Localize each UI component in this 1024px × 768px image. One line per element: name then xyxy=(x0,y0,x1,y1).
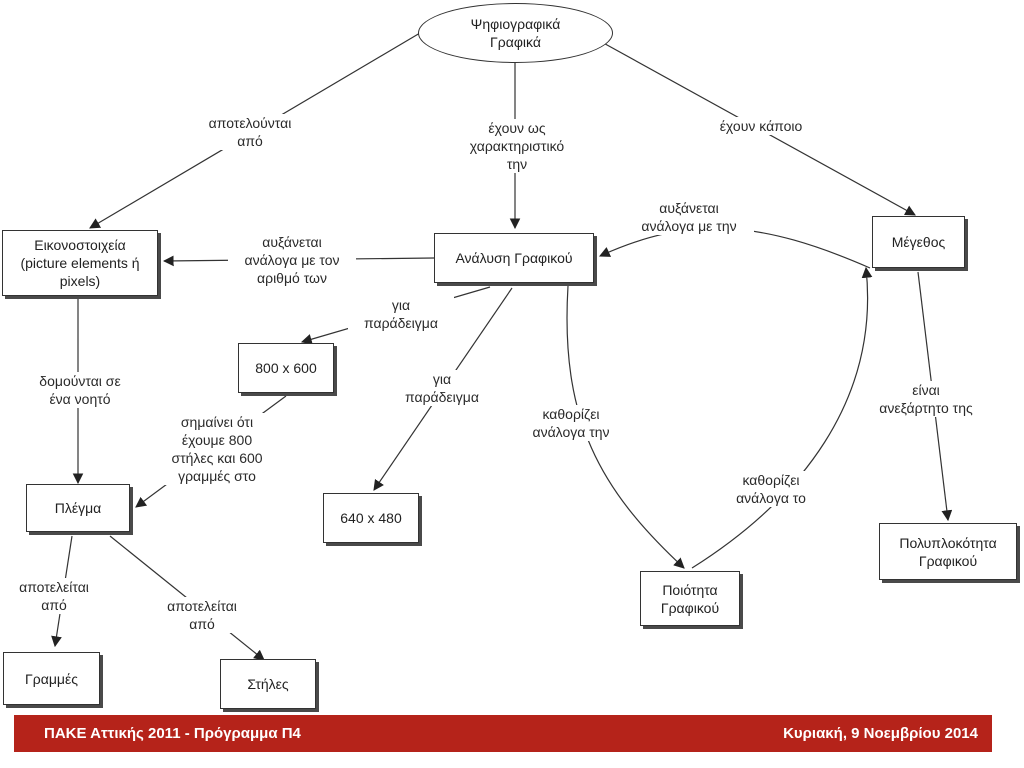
label-have-some: έχουν κάποιο xyxy=(698,117,824,135)
label-increases-by-resolution: αυξάνεται ανάλογα με την xyxy=(624,199,754,235)
node-complexity: Πολυπλοκότητα Γραφικού xyxy=(879,523,1017,580)
label-consist-of: αποτελούνται από xyxy=(192,114,308,150)
label-means-that: σημαίνει ότι έχουμε 800 στήλες και 600 γ… xyxy=(155,413,279,485)
node-quality: Ποιότητα Γραφικού xyxy=(640,571,740,626)
node-resolution: Ανάλυση Γραφικού xyxy=(434,233,594,283)
footer-bar: ΠΑΚΕ Αττικής 2011 - Πρόγραμμα Π4 Κυριακή… xyxy=(14,715,992,752)
node-raster-graphics: Ψηφιογραφικά Γραφικά xyxy=(418,3,613,63)
footer-date: Κυριακή, 9 Νοεμβρίου 2014 xyxy=(783,725,978,742)
label-for-example-2: για παράδειγμα xyxy=(385,370,499,406)
label-for-example-1: για παράδειγμα xyxy=(348,296,454,332)
label-independent-of: είναι ανεξάρτητο της xyxy=(862,381,990,417)
edge-resolution-quality xyxy=(566,285,685,569)
node-size: Μέγεθος xyxy=(872,216,965,268)
label-have-characteristic: έχουν ως χαρακτηριστικό την xyxy=(449,119,585,173)
label-structured-in: δομούνται σε ένα νοητό xyxy=(18,372,142,408)
node-800x600: 800 x 600 xyxy=(238,343,334,393)
node-pixels: Εικονοστοιχεία (picture elements ή pixel… xyxy=(2,230,158,296)
node-columns: Στήλες xyxy=(220,659,316,709)
node-grid: Πλέγμα xyxy=(26,484,130,532)
label-consists-columns: αποτελείται από xyxy=(148,597,256,633)
node-640x480: 640 x 480 xyxy=(323,493,419,543)
label-determines-by-size: καθορίζει ανάλογα το xyxy=(718,471,824,507)
label-determines-by-resolution: καθορίζει ανάλογα την xyxy=(517,405,625,441)
label-consists-rows: αποτελείται από xyxy=(2,578,106,614)
label-increases-by-number: αυξάνεται ανάλογα με τον αριθμό των xyxy=(228,233,356,287)
edge-quality-size xyxy=(691,266,873,569)
footer-course-title: ΠΑΚΕ Αττικής 2011 - Πρόγραμμα Π4 xyxy=(44,725,301,742)
node-rows: Γραμμές xyxy=(3,652,100,705)
